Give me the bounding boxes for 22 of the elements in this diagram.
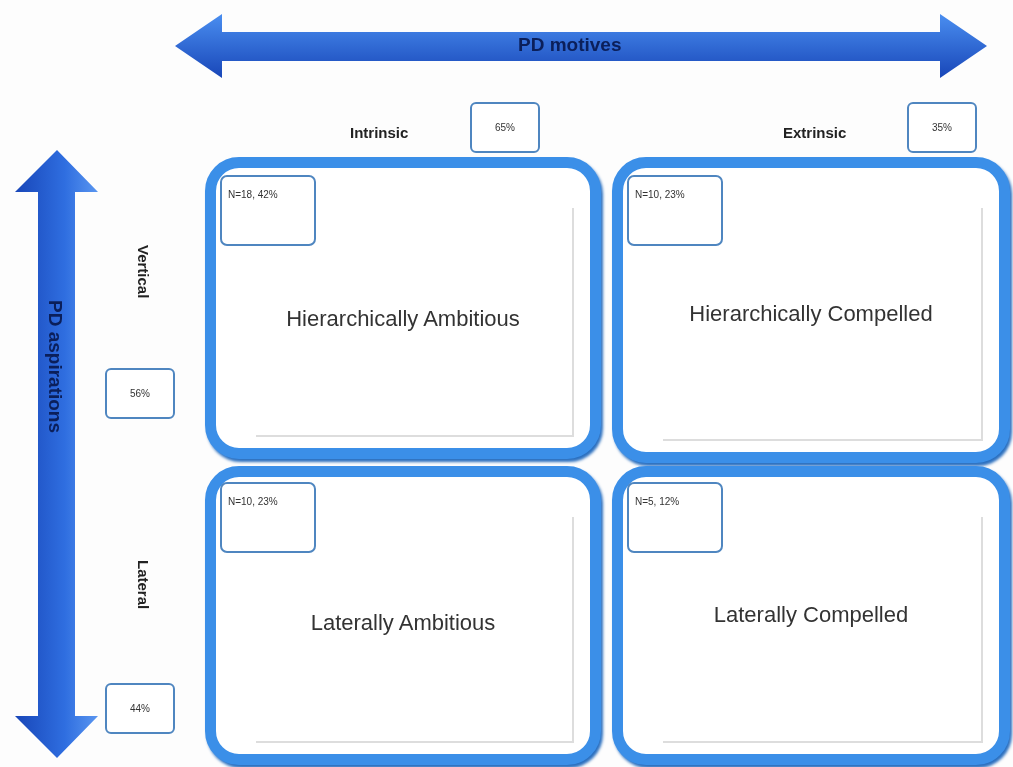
- quadrant-panel: [205, 466, 601, 765]
- quadrant-panel: [612, 157, 1010, 463]
- axis-title: PD motives: [518, 34, 622, 56]
- percentage-tag: 44%: [105, 683, 175, 734]
- percentage-tag: 35%: [907, 102, 977, 153]
- count-tag: N=10, 23%: [220, 482, 316, 553]
- quadrant-panel: [612, 466, 1010, 765]
- count-tag: N=18, 42%: [220, 175, 316, 246]
- percentage-tag: 65%: [470, 102, 540, 153]
- category-label: Intrinsic: [350, 124, 409, 141]
- category-label: Vertical: [135, 245, 152, 299]
- quadrant-title: Hierarchically Compelled: [689, 301, 933, 327]
- count-tag: N=5, 12%: [627, 482, 723, 553]
- percentage-tag: 56%: [105, 368, 175, 419]
- quadrant-title: Laterally Ambitious: [310, 610, 496, 636]
- count-tag: N=10, 23%: [627, 175, 723, 246]
- quadrant-panel: [205, 157, 601, 459]
- quadrant-title: Laterally Compelled: [713, 602, 909, 628]
- axis-title: PD aspirations: [44, 300, 66, 434]
- category-label: Lateral: [135, 560, 152, 610]
- quadrant-title: Hierarchically Ambitious: [286, 306, 520, 332]
- category-label: Extrinsic: [783, 124, 847, 141]
